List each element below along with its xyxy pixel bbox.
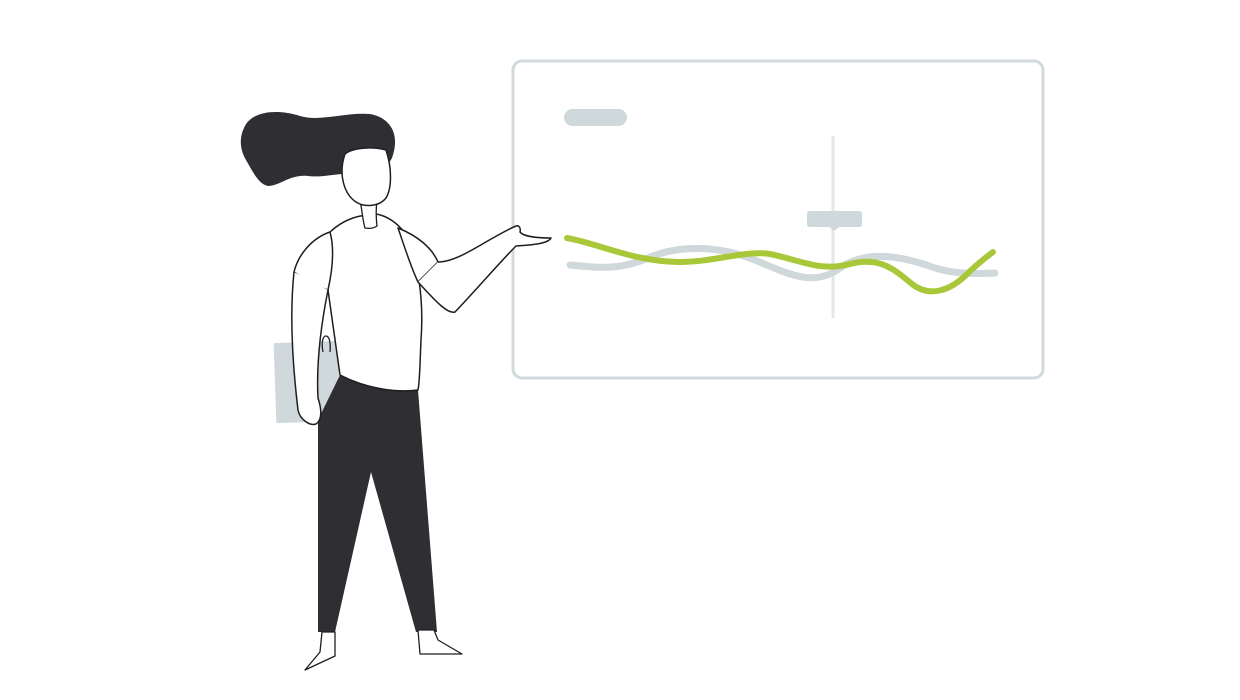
person-neck: [359, 199, 378, 230]
person-left-arm: [291, 271, 329, 426]
person-pants: [318, 375, 437, 632]
person-left-foot: [304, 631, 336, 671]
person-face: [341, 147, 392, 207]
chart-panel-frame: [511, 59, 1045, 380]
chart-title-placeholder: [564, 109, 627, 126]
person-right-arm: [417, 225, 552, 313]
person-figure: [240, 112, 552, 671]
chart-panel: [511, 59, 1045, 380]
folder-clip: [321, 335, 331, 353]
chart-marker-tooltip: [807, 211, 862, 231]
chart-series-accent: [564, 235, 996, 295]
person-right-foot: [417, 629, 463, 655]
